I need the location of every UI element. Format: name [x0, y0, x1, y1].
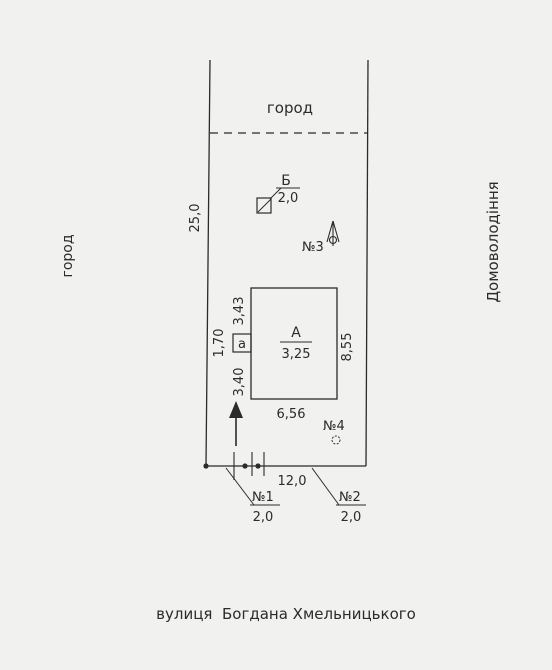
n4-symbol-icon	[331, 435, 341, 445]
building-a-left-lower-dim: 3,40	[232, 368, 247, 397]
fence-posts	[203, 463, 261, 469]
building-b-leader	[269, 187, 282, 200]
plot-width-label: 12,0	[278, 474, 307, 489]
annex-a-height: 1,70	[212, 329, 227, 358]
annex-a-shape	[232, 333, 252, 353]
n3-label: №3	[302, 240, 324, 255]
plot-boundary	[205, 59, 369, 467]
n3-symbol-icon	[326, 220, 340, 246]
building-a-shape	[250, 287, 338, 400]
n2-leader	[311, 467, 366, 506]
n1-label: №1	[252, 490, 274, 505]
building-b-letter: Б	[281, 173, 291, 189]
n2-label: №2	[339, 490, 361, 505]
building-a-height: 3,25	[282, 347, 311, 362]
n4-label: №4	[323, 419, 345, 434]
building-b-shape	[256, 197, 272, 214]
gate-icon	[233, 452, 265, 480]
neighbor-right-label: Домоволодіння	[484, 181, 502, 302]
n1-value: 2,0	[253, 510, 274, 525]
building-a-depth-dim: 8,55	[340, 333, 355, 362]
building-a-letter: А	[291, 325, 301, 341]
n1-leader	[225, 467, 280, 506]
plot-length-label: 25,0	[188, 204, 203, 233]
entrance-arrow-icon	[229, 401, 243, 446]
n2-value: 2,0	[341, 510, 362, 525]
building-a-width-dim: 6,56	[277, 407, 306, 422]
building-a-left-upper-dim: 3,43	[232, 297, 247, 326]
building-b-height: 2,0	[278, 191, 299, 206]
street-label: вулиця Богдана Хмельницького	[156, 605, 416, 623]
garden-top-label: город	[267, 99, 313, 117]
building-b-diagonal	[257, 198, 272, 213]
garden-left-label: город	[60, 234, 76, 277]
annex-a-letter: а	[238, 337, 246, 352]
